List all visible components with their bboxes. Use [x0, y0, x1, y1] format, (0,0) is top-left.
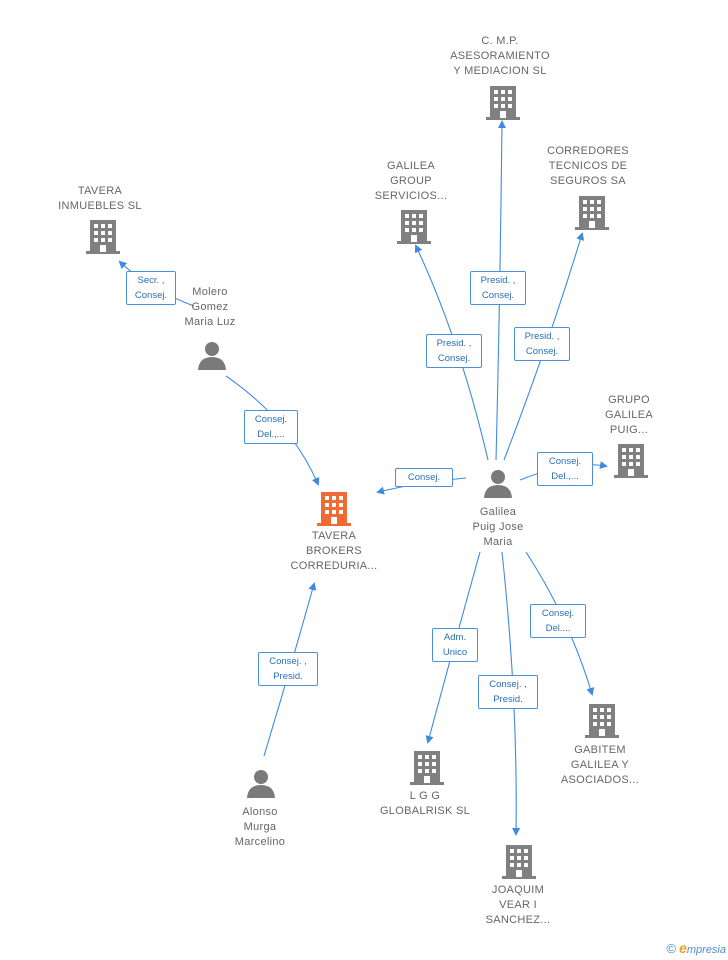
- node-label-gabitem[interactable]: GABITEM GALILEA Y ASOCIADOS...: [560, 744, 640, 786]
- edge-label-galilea-brokers: Consej.: [395, 468, 453, 487]
- empresia-watermark[interactable]: © empresia: [666, 940, 726, 956]
- node-label-cmp[interactable]: C. M.P. ASESORAMIENTO Y MEDIACION SL: [450, 35, 550, 77]
- node-label-galilea-puig[interactable]: Galilea Puig Jose Maria: [472, 506, 524, 548]
- edge-label-galilea-cmp: Presid. , Consej.: [470, 271, 526, 305]
- building-icon[interactable]: [410, 749, 444, 785]
- person-icon[interactable]: [197, 340, 227, 370]
- edge-label-galilea-gabitem: Consej. Del....: [530, 604, 586, 638]
- building-icon[interactable]: [585, 702, 619, 738]
- building-icon[interactable]: [317, 490, 351, 526]
- edge-label-galilea-group: Presid. , Consej.: [426, 334, 482, 368]
- node-label-corredores[interactable]: CORREDORES TECNICOS DE SEGUROS SA: [547, 145, 629, 187]
- brand-name: mpresia: [686, 944, 726, 956]
- person-icon[interactable]: [246, 768, 276, 798]
- person-icon[interactable]: [483, 468, 513, 498]
- node-label-tavera-inmuebles[interactable]: TAVERA INMUEBLES SL: [58, 185, 142, 212]
- edge-label-molero-brokers: Consej. Del.,...: [244, 410, 298, 444]
- edge-label-galilea-joaquim: Consej. , Presid.: [478, 675, 538, 709]
- brand-e: e: [679, 940, 687, 956]
- node-label-tavera-brokers[interactable]: TAVERA BROKERS CORREDURIA...: [290, 530, 378, 572]
- edge-label-galilea-grupo: Consej. Del.,...: [537, 452, 593, 486]
- node-label-lgg[interactable]: L G G GLOBALRISK SL: [379, 790, 471, 817]
- edge-label-molero-inmuebles: Secr. , Consej.: [126, 271, 176, 305]
- edge-label-alonso-brokers: Consej. , Presid.: [258, 652, 318, 686]
- node-label-grupo-galilea[interactable]: GRUPO GALILEA PUIG...: [605, 394, 653, 436]
- edge-label-galilea-lgg: Adm. Unico: [432, 628, 478, 662]
- building-icon[interactable]: [614, 442, 648, 478]
- building-icon[interactable]: [502, 843, 536, 879]
- copyright-icon: ©: [666, 941, 677, 956]
- building-icon[interactable]: [575, 194, 609, 230]
- node-label-galilea-group[interactable]: GALILEA GROUP SERVICIOS...: [374, 160, 448, 202]
- node-label-molero[interactable]: Molero Gomez Maria Luz: [184, 286, 236, 328]
- edge-label-galilea-corredores: Presid. , Consej.: [514, 327, 570, 361]
- node-label-joaquim[interactable]: JOAQUIM VEAR I SANCHEZ...: [485, 884, 551, 926]
- building-icon[interactable]: [86, 218, 120, 254]
- building-icon[interactable]: [486, 84, 520, 120]
- building-icon[interactable]: [397, 208, 431, 244]
- node-label-alonso[interactable]: Alonso Murga Marcelino: [234, 806, 286, 848]
